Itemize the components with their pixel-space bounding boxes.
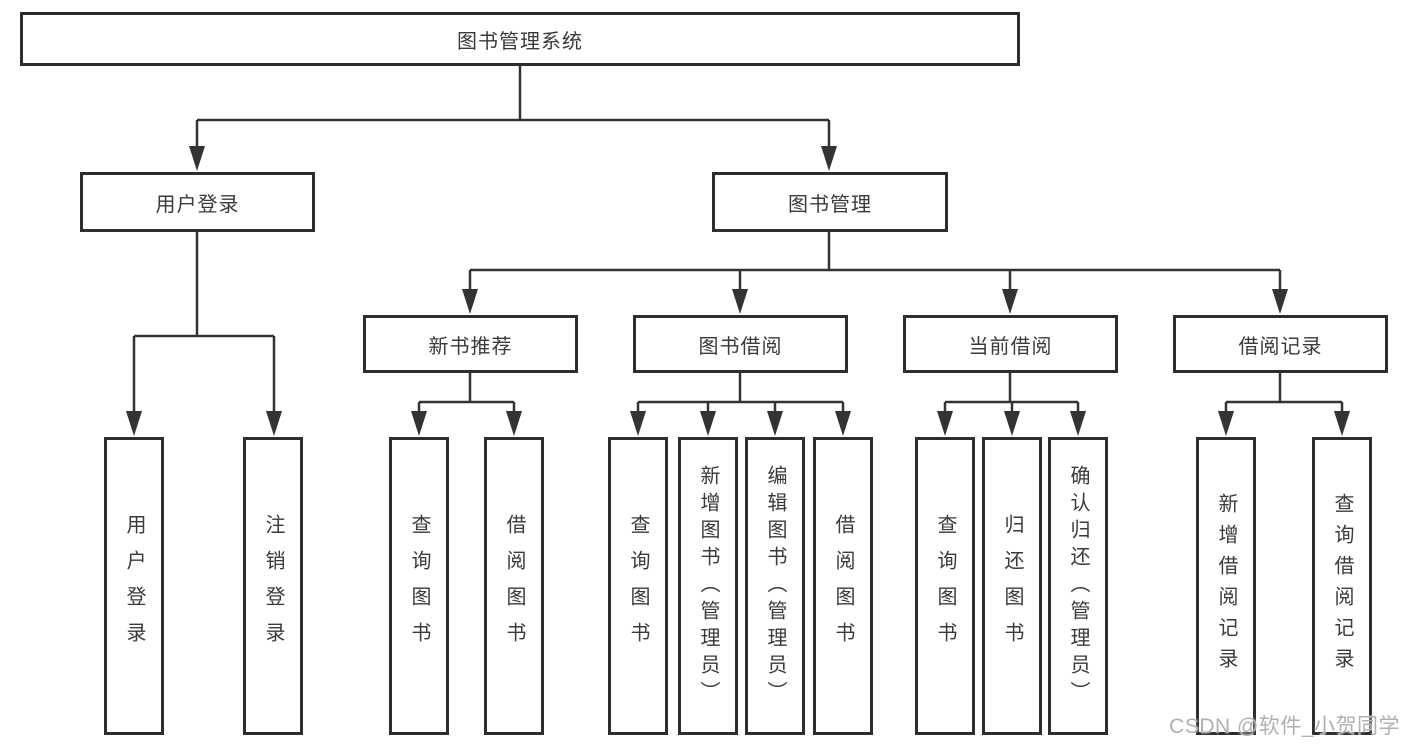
arrow-icon bbox=[1002, 289, 1018, 314]
node-root: 图书管理系统 bbox=[20, 12, 1020, 66]
leaf-query-books-current: 查询图书 bbox=[915, 437, 975, 735]
arrow-icon bbox=[767, 411, 783, 436]
node-label: 图书借阅 bbox=[698, 335, 783, 358]
arrow-icon bbox=[835, 411, 851, 436]
arrowheads bbox=[126, 146, 1350, 436]
arrow-icon bbox=[937, 411, 953, 436]
watermark: CSDN @软件_小贺同学 bbox=[1169, 715, 1400, 738]
arrow-icon bbox=[630, 411, 646, 436]
node-label: 借阅记录 bbox=[1238, 335, 1323, 358]
node-current-borrow: 当前借阅 bbox=[903, 315, 1118, 373]
node-label: 当前借阅 bbox=[968, 335, 1053, 358]
node-label: 新增借阅记录 bbox=[1215, 493, 1237, 679]
node-label: 查询借阅记录 bbox=[1331, 493, 1353, 679]
arrow-icon bbox=[821, 146, 837, 171]
leaf-query-borrow-record: 查询借阅记录 bbox=[1312, 437, 1372, 735]
node-label: 归还图书 bbox=[1001, 514, 1023, 658]
node-label: 用户登录 bbox=[123, 514, 145, 658]
arrow-icon bbox=[126, 411, 142, 436]
node-label: 新书推荐 bbox=[428, 335, 513, 358]
node-borrow-records: 借阅记录 bbox=[1173, 315, 1388, 373]
node-book-management: 图书管理 bbox=[712, 172, 948, 232]
arrow-icon bbox=[1004, 411, 1020, 436]
leaf-edit-books-admin: 编辑图书（管理员） bbox=[745, 437, 805, 735]
node-label: 编辑图书（管理员） bbox=[764, 464, 786, 708]
leaf-borrow-books-recommend: 借阅图书 bbox=[484, 437, 544, 735]
leaf-borrow-books-borrow: 借阅图书 bbox=[813, 437, 873, 735]
arrow-icon bbox=[732, 289, 748, 314]
arrow-icon bbox=[266, 411, 282, 436]
node-user-login: 用户登录 bbox=[80, 172, 315, 232]
leaf-add-books-admin: 新增图书（管理员） bbox=[678, 437, 738, 735]
node-label: 图书管理 bbox=[788, 193, 872, 216]
leaf-user-login: 用户登录 bbox=[104, 437, 164, 735]
arrow-icon bbox=[462, 289, 478, 314]
node-label: 查询图书 bbox=[934, 514, 956, 658]
arrow-icon bbox=[1070, 411, 1086, 436]
leaf-return-books: 归还图书 bbox=[982, 437, 1042, 735]
leaf-confirm-return-admin: 确认归还（管理员） bbox=[1048, 437, 1108, 735]
node-label: 注销登录 bbox=[262, 514, 284, 658]
connector-stems bbox=[132, 66, 1344, 413]
arrow-icon bbox=[1272, 289, 1288, 314]
node-book-borrow: 图书借阅 bbox=[633, 315, 848, 373]
node-label: 确认归还（管理员） bbox=[1067, 464, 1089, 708]
arrow-icon bbox=[411, 411, 427, 436]
node-label: 用户登录 bbox=[155, 193, 240, 216]
leaf-add-borrow-record: 新增借阅记录 bbox=[1196, 437, 1256, 735]
node-label: 新增图书（管理员） bbox=[697, 464, 719, 708]
arrow-icon bbox=[189, 146, 205, 171]
leaf-query-books-recommend: 查询图书 bbox=[389, 437, 449, 735]
arrow-icon bbox=[506, 411, 522, 436]
node-new-book-recommend: 新书推荐 bbox=[363, 315, 578, 373]
arrow-icon bbox=[700, 411, 716, 436]
leaf-query-books-borrow: 查询图书 bbox=[608, 437, 668, 735]
node-label: 图书管理系统 bbox=[457, 30, 583, 53]
leaf-logout: 注销登录 bbox=[243, 437, 303, 735]
node-label: 借阅图书 bbox=[503, 514, 525, 658]
node-label: 查询图书 bbox=[627, 514, 649, 658]
arrow-icon bbox=[1218, 411, 1234, 436]
node-label: 查询图书 bbox=[408, 514, 430, 658]
node-label: 借阅图书 bbox=[832, 514, 854, 658]
arrow-icon bbox=[1334, 411, 1350, 436]
